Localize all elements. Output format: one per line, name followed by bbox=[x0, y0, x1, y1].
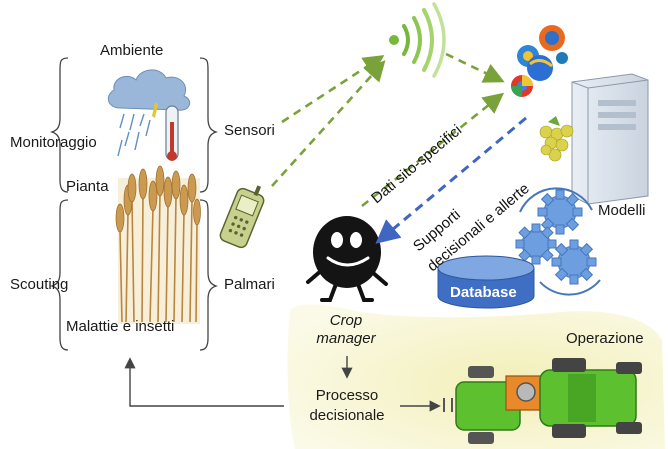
label-scouting: Scouting bbox=[10, 276, 69, 293]
left-brace-group bbox=[49, 57, 69, 351]
right-brace-group bbox=[199, 57, 219, 351]
green-data-arrows bbox=[271, 52, 505, 208]
label-pianta: Pianta bbox=[66, 178, 109, 195]
handheld-phone-icon bbox=[219, 185, 265, 249]
gears-icon bbox=[515, 187, 601, 296]
browser-logos-icon bbox=[511, 25, 568, 97]
database-icon bbox=[437, 255, 535, 309]
label-processo: Processo bbox=[315, 387, 379, 404]
wireless-signal-icon bbox=[389, 2, 446, 78]
arrow-crop-to-browser bbox=[361, 92, 505, 208]
label-sensori: Sensori bbox=[224, 122, 275, 139]
label-crop-manager: Crop manager bbox=[314, 312, 378, 348]
wheat-icon bbox=[115, 165, 201, 324]
grapes-icon bbox=[539, 116, 574, 162]
label-crop: Crop bbox=[329, 312, 363, 329]
label-ambiente: Ambiente bbox=[100, 42, 164, 59]
arrow-processo-to-malattie bbox=[124, 357, 284, 407]
label-manager: manager bbox=[316, 330, 376, 347]
label-database: Database bbox=[450, 284, 517, 301]
arrow-signal-to-browser bbox=[445, 52, 505, 83]
arrow-supporti-to-crop bbox=[375, 116, 527, 244]
label-palmari: Palmari bbox=[224, 276, 275, 293]
arrow-sensori-to-signal bbox=[281, 55, 385, 124]
cloud-rain-thermometer-icon bbox=[107, 69, 191, 161]
tractor-icon bbox=[443, 358, 642, 444]
flow-arrows bbox=[124, 356, 441, 412]
label-monitoraggio: Monitoraggio bbox=[10, 134, 97, 151]
server-icon bbox=[571, 73, 649, 205]
crop-manager-character-icon bbox=[306, 216, 388, 302]
label-malattie: Malattie e insetti bbox=[66, 318, 175, 335]
label-operazione: Operazione bbox=[566, 330, 644, 347]
arrow-palmari-to-signal bbox=[271, 60, 386, 187]
label-decisionale: decisionale bbox=[309, 407, 385, 424]
label-processo-decisionale: Processo decisionale bbox=[292, 386, 402, 426]
label-modelli: Modelli bbox=[598, 202, 646, 219]
